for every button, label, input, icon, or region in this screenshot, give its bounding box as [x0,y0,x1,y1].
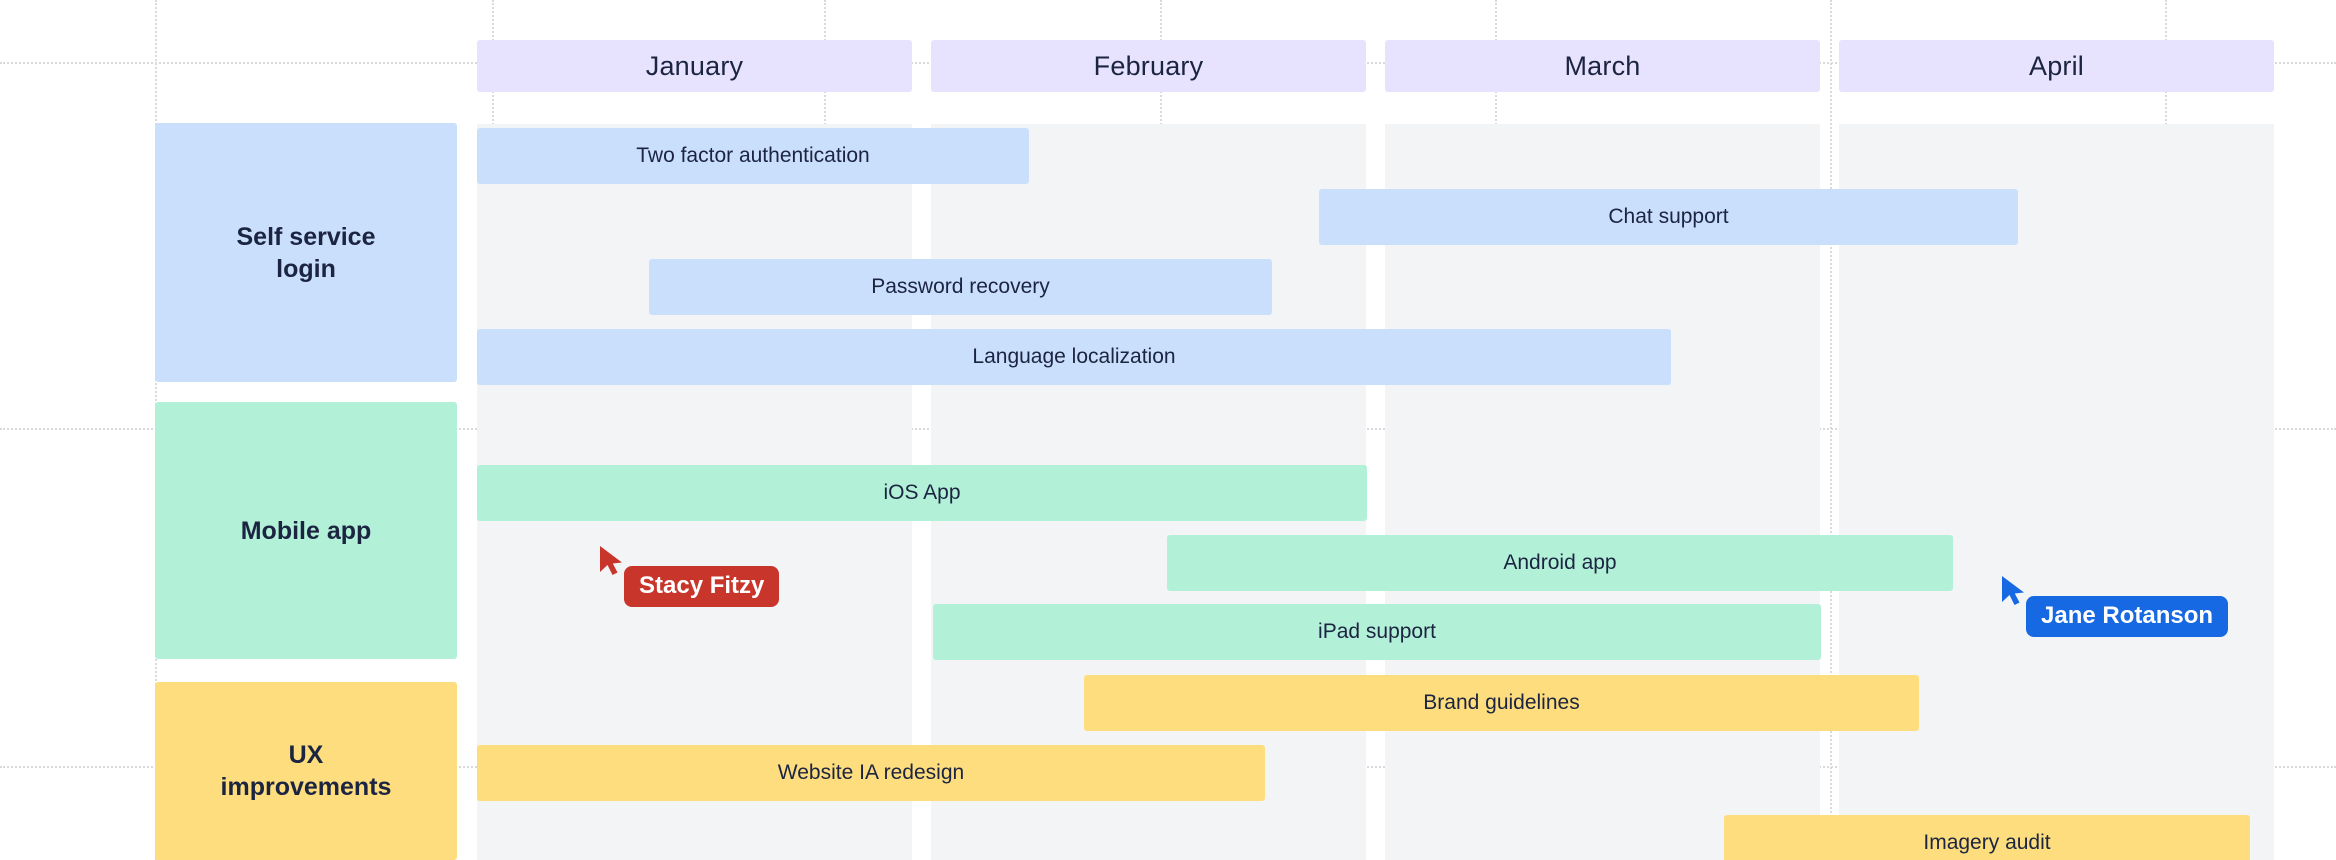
task-bar-android-app[interactable]: Android app [1167,535,1953,591]
task-bar-ipad-support[interactable]: iPad support [933,604,1821,660]
cursor-label-stacy-fitzy: Stacy Fitzy [624,566,780,608]
task-bar-brand-guidelines[interactable]: Brand guidelines [1084,675,1919,731]
swimlane-label-text: Mobile app [240,516,372,545]
task-bar-language-localization[interactable]: Language localization [477,329,1671,385]
task-bar-website-ia-redesign[interactable]: Website IA redesign [477,745,1265,801]
task-bar-password-recovery[interactable]: Password recovery [649,259,1272,315]
month-lane-march [1385,124,1820,860]
month-header-march[interactable]: March [1385,40,1820,92]
canvas-guide-vertical-5 [1830,0,1832,860]
task-bar-two-factor-authentication[interactable]: Two factor authentication [477,128,1029,184]
task-bar-imagery-audit[interactable]: Imagery audit [1724,815,2250,860]
month-header-january[interactable]: January [477,40,912,92]
cursor-label-jane-rotanson: Jane Rotanson [2026,596,2229,638]
month-header-february[interactable]: February [931,40,1366,92]
swimlane-label-text: Self service login [236,222,376,283]
task-bar-ios-app[interactable]: iOS App [477,465,1367,521]
swimlane-label-text: UX improvements [220,741,392,801]
swimlane-label-mobile-app[interactable]: Mobile app [155,402,457,659]
swimlane-label-self-service-login[interactable]: Self service login [155,123,457,382]
task-bar-chat-support[interactable]: Chat support [1319,189,2018,245]
month-lane-april [1839,124,2274,860]
month-header-april[interactable]: April [1839,40,2274,92]
swimlane-label-ux-improvements[interactable]: UX improvements [155,682,457,860]
